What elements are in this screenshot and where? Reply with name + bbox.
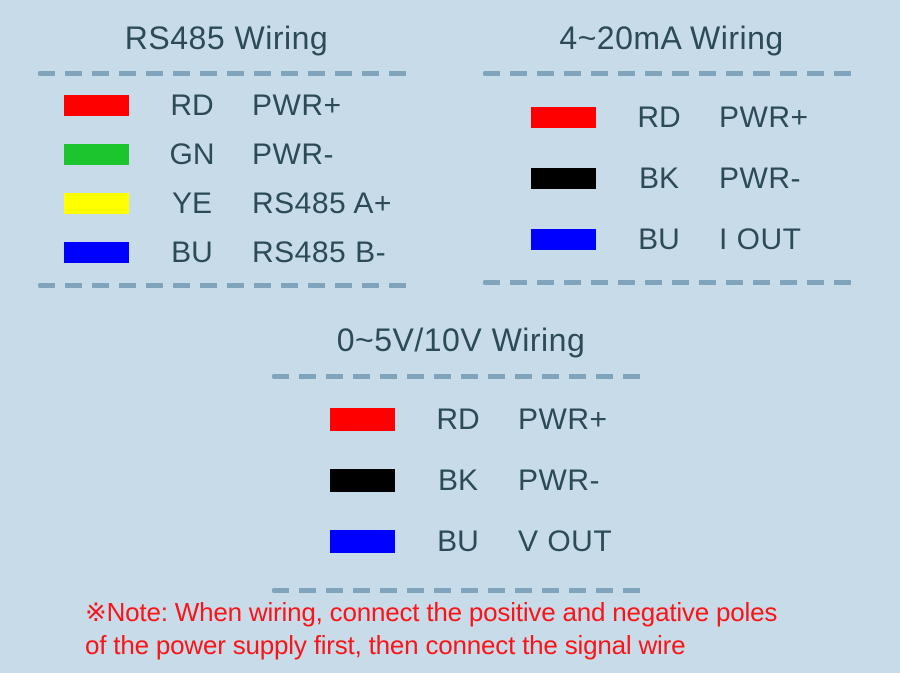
dashed-divider-bottom <box>483 280 860 285</box>
wire-rows: RD PWR+ BK PWR- BU V OUT <box>272 389 650 572</box>
wire-color-swatch-red <box>330 408 395 431</box>
section-title: 0~5V/10V Wiring <box>336 322 586 358</box>
wire-abbr: BK <box>437 463 479 497</box>
wire-abbr: BU <box>171 235 213 269</box>
wire-signal: PWR+ <box>252 88 342 122</box>
wire-row: BK PWR- <box>272 450 650 511</box>
wire-color-swatch-black <box>330 469 395 492</box>
wire-row: BK PWR- <box>483 148 860 209</box>
wire-abbr: RD <box>170 88 214 122</box>
wire-row: GN PWR- <box>38 130 415 179</box>
wire-signal: PWR+ <box>719 100 809 134</box>
section-title: 4~20mA Wiring <box>559 20 784 56</box>
wire-signal: RS485 B- <box>252 235 387 269</box>
wire-abbr: YE <box>171 186 213 220</box>
dashed-divider-top <box>483 71 860 76</box>
wire-color-swatch-red <box>64 95 129 116</box>
wire-row: BU I OUT <box>483 209 860 270</box>
wire-abbr: RD <box>637 100 681 134</box>
wire-abbr: BK <box>638 161 680 195</box>
dashed-divider-bottom <box>38 283 415 288</box>
section-0-5v-10v-wiring: 0~5V/10V Wiring RD PWR+ BK PWR- BU V OUT <box>272 320 650 605</box>
dashed-divider-bottom <box>272 588 650 593</box>
wire-color-swatch-red <box>531 107 596 128</box>
wire-row: RD PWR+ <box>38 81 415 130</box>
section-rs485-wiring: RS485 Wiring RD PWR+ GN PWR- YE RS485 A+… <box>38 0 415 300</box>
wire-abbr: BU <box>437 524 479 558</box>
wire-signal: PWR- <box>252 137 334 171</box>
wire-signal: PWR- <box>719 161 801 195</box>
wire-color-swatch-black <box>531 168 596 189</box>
wire-signal: PWR- <box>518 463 600 497</box>
wire-color-swatch-blue <box>64 242 129 263</box>
dashed-divider-top <box>272 374 650 379</box>
wire-rows: RD PWR+ GN PWR- YE RS485 A+ BU RS485 B- <box>38 81 415 277</box>
section-4-20ma-wiring: 4~20mA Wiring RD PWR+ BK PWR- BU I OUT <box>483 0 860 300</box>
wiring-note-line2: of the power supply first, then connect … <box>85 630 686 660</box>
wire-color-swatch-yellow <box>64 193 129 214</box>
section-title: RS485 Wiring <box>124 20 329 56</box>
wire-signal: I OUT <box>719 222 802 256</box>
wire-row: YE RS485 A+ <box>38 179 415 228</box>
wire-rows: RD PWR+ BK PWR- BU I OUT <box>483 87 860 270</box>
dashed-divider-top <box>38 71 415 76</box>
wire-row: BU V OUT <box>272 511 650 572</box>
wire-signal: V OUT <box>518 524 613 558</box>
wire-abbr: GN <box>169 137 215 171</box>
wire-abbr: RD <box>436 402 480 436</box>
wire-color-swatch-green <box>64 144 129 165</box>
wiring-note-line1: ※Note: When wiring, connect the positive… <box>85 597 778 627</box>
wire-signal: RS485 A+ <box>252 186 392 220</box>
wire-abbr: BU <box>638 222 680 256</box>
wire-signal: PWR+ <box>518 402 608 436</box>
wire-row: RD PWR+ <box>272 389 650 450</box>
wire-color-swatch-blue <box>531 229 596 250</box>
wire-row: BU RS485 B- <box>38 228 415 277</box>
wire-color-swatch-blue <box>330 530 395 553</box>
wiring-note: ※Note: When wiring, connect the positive… <box>85 596 777 662</box>
wire-row: RD PWR+ <box>483 87 860 148</box>
